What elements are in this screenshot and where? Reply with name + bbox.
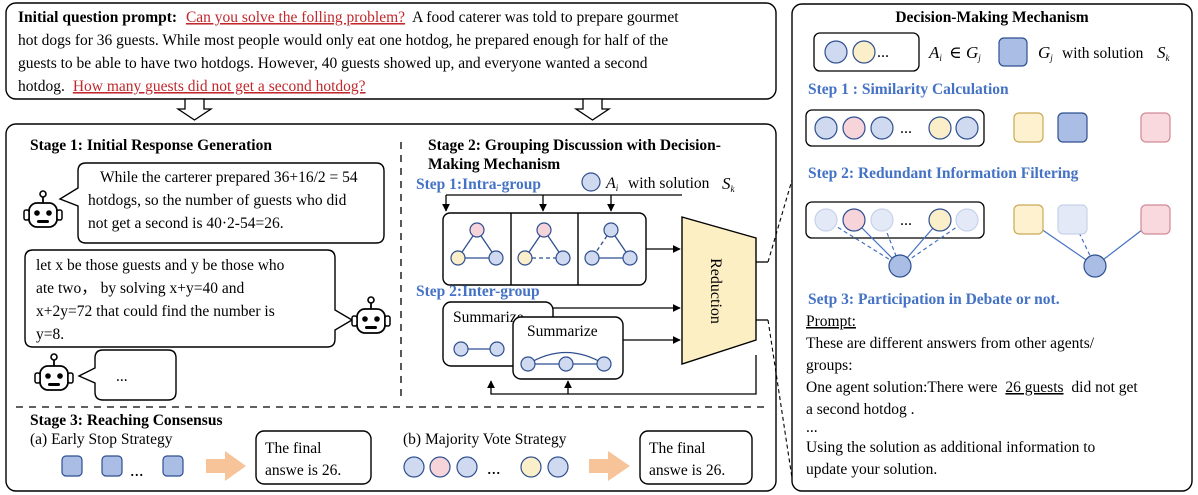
- legend-g-symbol: Gj: [966, 43, 981, 63]
- stage2-title-line2: Making Mechanism: [428, 156, 560, 173]
- majority-vote-agents: ...: [403, 456, 569, 478]
- final-answer-box-1: The final answe is 26.: [255, 430, 372, 485]
- decision-step2-label: Step 2: Redundant Information Filtering: [808, 165, 1079, 182]
- early-stop-arrow: [206, 451, 246, 481]
- summarize-label-1: Summarize: [453, 309, 524, 326]
- prompt-solution-line: One agent solution:There were 26 guests …: [806, 379, 1138, 396]
- svg-text:hotdog. How many guests: hotdog. How many guests did not get a se…: [18, 78, 366, 95]
- bubble1-line2: hotdogs, so the number of guests who did: [88, 192, 347, 209]
- legend-dots: ...: [877, 44, 889, 61]
- early-stop-label: (a) Early Stop Strategy: [30, 431, 173, 448]
- filtering-row: ...: [805, 201, 1171, 278]
- prompt-line-2: groups:: [806, 357, 853, 374]
- final1-line2: answe is 26.: [265, 462, 341, 479]
- stage2-step1-label: Step 1:Intra-group: [416, 176, 541, 193]
- prompt-label-underlined: Prompt:: [806, 313, 856, 330]
- legend-agent-icon: [581, 172, 601, 192]
- down-arrow-left: [175, 98, 214, 121]
- zoom-connector-top: [767, 179, 793, 263]
- bubble2-line4: y=8.: [36, 326, 64, 343]
- similarity-dots: ...: [900, 120, 912, 137]
- intra-group-3: [584, 222, 638, 266]
- final2-line1: The final: [649, 440, 705, 457]
- prompt-ellipsis: ...: [806, 419, 818, 436]
- question-prompt-box: Initial question prompt: Can you solve t…: [5, 2, 777, 100]
- legend-solution-symbol: Sk: [722, 174, 736, 194]
- response-bubble-2: let x be those guests and y be those who…: [24, 249, 354, 348]
- inter-feedback-line: [487, 355, 757, 395]
- decision-step1-label: Step 1 : Similarity Calculation: [808, 81, 1009, 98]
- zoom-connector-bottom: [767, 319, 793, 479]
- response-bubble-3: ...: [77, 349, 177, 401]
- legend-a-symbol: Ai: [928, 43, 942, 63]
- decision-title: Decision-Making Mechanism: [895, 9, 1088, 26]
- bubble1-line1: While the carterer prepared 36+16/2 = 54: [100, 169, 358, 186]
- prompt-body-line3: guests to be able to have two hotdogs. H…: [18, 55, 648, 72]
- stage1-title: Stage 1: Initial Response Generation: [30, 137, 272, 154]
- intra-group-panel: [442, 212, 647, 286]
- bubble2-line3: x+2y=72 that could find the number is: [36, 303, 275, 320]
- prompt-line-1: These are different answers from other a…: [806, 335, 1095, 352]
- legend-agent-symbol: Ai: [605, 175, 619, 193]
- bubble3-text: ...: [116, 368, 128, 385]
- legend-with-solution-text: with solution: [1062, 45, 1144, 62]
- prompt-body-line1: A food caterer was told to prepare gourm…: [412, 9, 679, 26]
- prompt-red-intro: Can you solve the folling problem?: [186, 9, 405, 26]
- down-arrow-right: [573, 98, 612, 121]
- majority-vote-arrow: [589, 451, 630, 481]
- early-stop-groups: ...: [61, 455, 184, 480]
- reduction-block: Reduction: [681, 216, 757, 365]
- legend-with-solution: with solution: [628, 175, 710, 192]
- filtering-dots: ...: [900, 212, 912, 229]
- bubble2-line1: let x be those guests and y be those who: [36, 257, 285, 274]
- bubble2-line2: ate two， by solving x+y=40 and: [36, 280, 244, 297]
- stage2-step2-label: Step 2:Inter-group: [416, 283, 540, 300]
- reduction-label: Reduction: [707, 258, 724, 324]
- svg-text:Initial question prompt:: Initial question prompt: Can you solve t…: [18, 9, 679, 26]
- prompt-red-question: How many guests did not get a second hot…: [73, 78, 366, 95]
- summarize-box-2: Summarize: [512, 316, 624, 380]
- decision-legend: ... Ai ∈ Gj Gj with solution Sk: [813, 32, 1171, 72]
- early-stop-dots: ...: [130, 460, 144, 480]
- legend-s-symbol: Sk: [1157, 43, 1171, 63]
- prompt-body-line4: hotdog.: [18, 78, 65, 95]
- majority-vote-dots: ...: [487, 458, 501, 478]
- intra-group-2: [517, 222, 571, 266]
- final1-line1: The final: [265, 440, 321, 457]
- bubble1-line3: not get a second is 40·2-54=26.: [88, 215, 284, 232]
- response-bubble-1: While the carterer prepared 36+16/2 = 54…: [58, 162, 385, 244]
- similarity-row: ...: [805, 109, 1171, 147]
- prompt-closing-line2: update your solution.: [806, 461, 937, 478]
- summarize-label-2: Summarize: [527, 323, 598, 340]
- prompt-solution-line2: a second hotdog .: [806, 401, 914, 418]
- stage2-title-line1: Stage 2: Grouping Discussion with Decisi…: [428, 137, 721, 154]
- prompt-label: Initial question prompt:: [18, 9, 177, 26]
- legend-g2-symbol: Gj: [1038, 43, 1053, 63]
- stage3-title: Stage 3: Reaching Consensus: [30, 412, 222, 429]
- prompt-body-line2: hot dogs for 36 guests. While most peopl…: [18, 32, 668, 49]
- prompt-closing-line1: Using the solution as additional informa…: [806, 439, 1096, 456]
- intra-group-1: [450, 222, 504, 266]
- final-answer-box-2: The final answe is 26.: [639, 430, 753, 485]
- decision-step3-label: Setp 3: Participation in Debate or not.: [808, 291, 1060, 308]
- final2-line2: answe is 26.: [649, 462, 725, 479]
- legend-in-symbol: ∈: [949, 43, 962, 62]
- majority-vote-label: (b) Majority Vote Strategy: [403, 431, 567, 448]
